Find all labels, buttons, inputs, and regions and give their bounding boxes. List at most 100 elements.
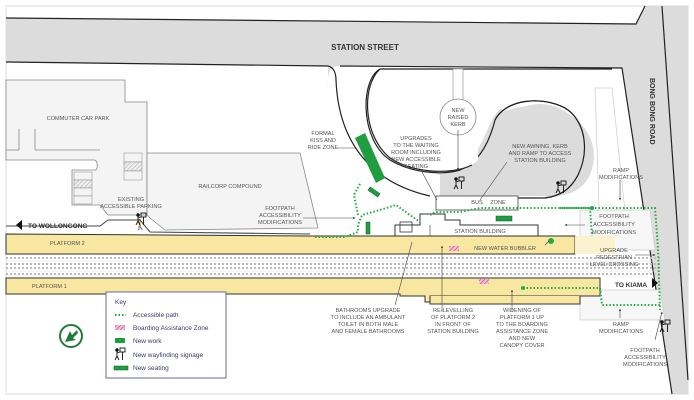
svg-text:MODIFICATIONS: MODIFICATIONS (599, 329, 643, 335)
svg-text:New seating: New seating (133, 365, 169, 372)
legend-item-new-seating: New seating (113, 365, 169, 372)
new-seating-2 (365, 221, 371, 235)
annotation-waiting-room: UPGRADES TO THE WAITING ROOM INCLUDING N… (391, 136, 441, 170)
svg-text:MODIFICATIONS: MODIFICATIONS (599, 175, 643, 181)
annotation-new-raised-kerb: NEW RAISED KERB (448, 108, 469, 128)
seating-bar-icon (113, 365, 129, 371)
svg-text:FORMAL: FORMAL (311, 131, 334, 137)
bong-bong-road-label: BONG BONG ROAD (648, 78, 655, 145)
svg-text:MODIFICATIONS: MODIFICATIONS (258, 220, 302, 226)
svg-text:PEDESTRIAN: PEDESTRIAN (596, 255, 632, 261)
svg-text:ASSISTANCE ZONE: ASSISTANCE ZONE (496, 329, 548, 335)
railway-tracks (6, 257, 660, 275)
svg-text:BATHROOMS UPGRADE: BATHROOMS UPGRADE (336, 308, 401, 314)
svg-text:ACCESSIBILITY: ACCESSIBILITY (259, 213, 301, 219)
annotation-footpath-bottom: FOOTPATH ACCESSIBILITY MODIFICATIONS (623, 348, 667, 368)
svg-text:NEW: NEW (451, 108, 465, 114)
raised-kerb-stem (452, 68, 464, 104)
svg-text:RAMP: RAMP (613, 322, 629, 328)
annotation-new-awning: NEW AWNING, KERB AND RAMP TO ACCESS STAT… (509, 144, 572, 164)
to-kiama-label: TO KIAMA (615, 282, 647, 289)
annotation-footpath-right: FOOTPATH ACCESSIBILITY MODIFICATIONS (592, 214, 636, 236)
water-bubbler-marker (548, 238, 554, 244)
svg-text:UPGRADES: UPGRADES (400, 136, 432, 142)
svg-text:Boarding Assistance Zone: Boarding Assistance Zone (133, 325, 209, 332)
svg-text:TO THE WAITING: TO THE WAITING (393, 143, 439, 149)
svg-text:KISS AND: KISS AND (310, 138, 336, 144)
svg-text:ACCESSIBILITY: ACCESSIBILITY (624, 355, 666, 361)
railcorp-compound (146, 152, 319, 231)
svg-text:NEW ACCESSIBLE: NEW ACCESSIBLE (391, 157, 441, 163)
svg-text:RE-LEVELLING: RE-LEVELLING (433, 308, 473, 314)
svg-text:ROOM INCLUDING: ROOM INCLUDING (391, 150, 441, 156)
new-water-bubbler-label: NEW WATER BUBBLER (474, 246, 536, 252)
legend-item-wayfinding: New wayfinding signage (114, 347, 203, 361)
svg-text:FOOTPATH: FOOTPATH (599, 214, 629, 220)
svg-text:STATION BUILDING: STATION BUILDING (514, 158, 565, 164)
green-box-icon (115, 338, 125, 343)
svg-text:AND RAMP TO ACCESS: AND RAMP TO ACCESS (509, 151, 572, 157)
legend-item-new-work: New work (115, 338, 162, 345)
svg-text:RAISED: RAISED (448, 115, 469, 121)
annotation-upgrade-crossing: UPGRADE PEDESTRIAN LEVEL CROSSING (590, 248, 639, 268)
commuter-car-park-label: COMMUTER CAR PARK (47, 116, 110, 122)
station-building-label: STATION BUILDING (454, 229, 505, 235)
boarding-zone-platform-2 (449, 246, 459, 251)
svg-text:ACCESSIBILITY: ACCESSIBILITY (593, 222, 635, 228)
svg-text:MODIFICATIONS: MODIFICATIONS (623, 362, 667, 368)
svg-text:RIDE ZONE: RIDE ZONE (308, 145, 339, 151)
svg-text:TOILET IN BOTH MALE: TOILET IN BOTH MALE (338, 322, 399, 328)
svg-text:IN FRONT OF: IN FRONT OF (435, 322, 471, 328)
svg-text:New work: New work (133, 338, 162, 345)
svg-text:PLATFORM 1 UP: PLATFORM 1 UP (500, 315, 544, 321)
bus-zone-label-2: ZONE (490, 200, 506, 206)
hatched-pink-box-icon (115, 325, 125, 330)
svg-text:AND NEW: AND NEW (509, 336, 536, 342)
annotation-ramp-mod-top: RAMP MODIFICATIONS (599, 168, 643, 181)
annotation-bathrooms: BATHROOMS UPGRADE TO INCLUDE AN AMBULANT… (331, 308, 406, 335)
wayfinding-person-icon (114, 347, 126, 361)
legend-item-boarding-zone: Boarding Assistance Zone (115, 325, 209, 332)
svg-text:STATION BUILDING: STATION BUILDING (427, 329, 478, 335)
new-work-kiss-ride (355, 133, 385, 183)
arrow-left-icon (16, 220, 22, 230)
north-arrow-icon (59, 324, 83, 348)
station-building (394, 195, 539, 237)
svg-text:EXISTING: EXISTING (118, 197, 144, 203)
legend-title: Key (115, 299, 127, 306)
annotation-ramp-mod-bottom: RAMP MODIFICATIONS (599, 322, 643, 335)
annotation-existing-parking: EXISTING ACCESSIBLE PARKING (100, 197, 161, 210)
road-surface (6, 6, 688, 394)
svg-text:TO THE BOARDING: TO THE BOARDING (496, 322, 548, 328)
annotation-relevelling: RE-LEVELLING OF PLATFORM 2 IN FRONT OF S… (427, 308, 478, 335)
annotation-formal-kiss-ride: FORMAL KISS AND RIDE ZONE (308, 131, 339, 151)
svg-text:UPGRADE: UPGRADE (600, 248, 628, 254)
new-seating-1 (367, 186, 381, 198)
svg-text:FOOTPATH: FOOTPATH (630, 348, 660, 354)
legend-item-accessible-path: Accessible path (115, 312, 179, 319)
boarding-zone-platform-1 (479, 279, 489, 284)
svg-text:OF PLATFORM 2: OF PLATFORM 2 (431, 315, 475, 321)
svg-text:CANOPY COVER: CANOPY COVER (500, 343, 545, 349)
legend: Key Accessible path Boarding Assistance … (105, 291, 227, 379)
platform-2-label: PLATFORM 2 (50, 241, 85, 247)
svg-text:AND FEMALE BATHROOMS: AND FEMALE BATHROOMS (332, 329, 405, 335)
bus-zone-label-1: BUS (471, 200, 483, 206)
railcorp-compound-label: RAILCORP COMPOUND (198, 184, 261, 190)
platform-1-label: PLATFORM 1 (32, 284, 67, 290)
new-seating-3 (495, 215, 513, 222)
wayfinding-signage-markers (135, 176, 671, 333)
svg-text:New wayfinding signage: New wayfinding signage (133, 352, 203, 359)
svg-text:SEATING: SEATING (404, 164, 428, 170)
svg-text:Accessible path: Accessible path (133, 312, 179, 319)
svg-text:MODIFICATIONS: MODIFICATIONS (592, 230, 636, 236)
svg-text:TO INCLUDE AN AMBULANT: TO INCLUDE AN AMBULANT (331, 315, 406, 321)
svg-text:RAMP: RAMP (613, 168, 629, 174)
to-wollongong-label: TO WOLLONGONG (28, 223, 87, 230)
svg-text:LEVEL CROSSING: LEVEL CROSSING (590, 262, 639, 268)
svg-text:ACCESSIBLE PARKING: ACCESSIBLE PARKING (100, 204, 161, 210)
svg-text:KERB: KERB (450, 122, 466, 128)
annotation-footpath-left: FOOTPATH ACCESSIBILITY MODIFICATIONS (258, 206, 302, 226)
svg-text:NEW AWNING, KERB: NEW AWNING, KERB (512, 144, 568, 150)
